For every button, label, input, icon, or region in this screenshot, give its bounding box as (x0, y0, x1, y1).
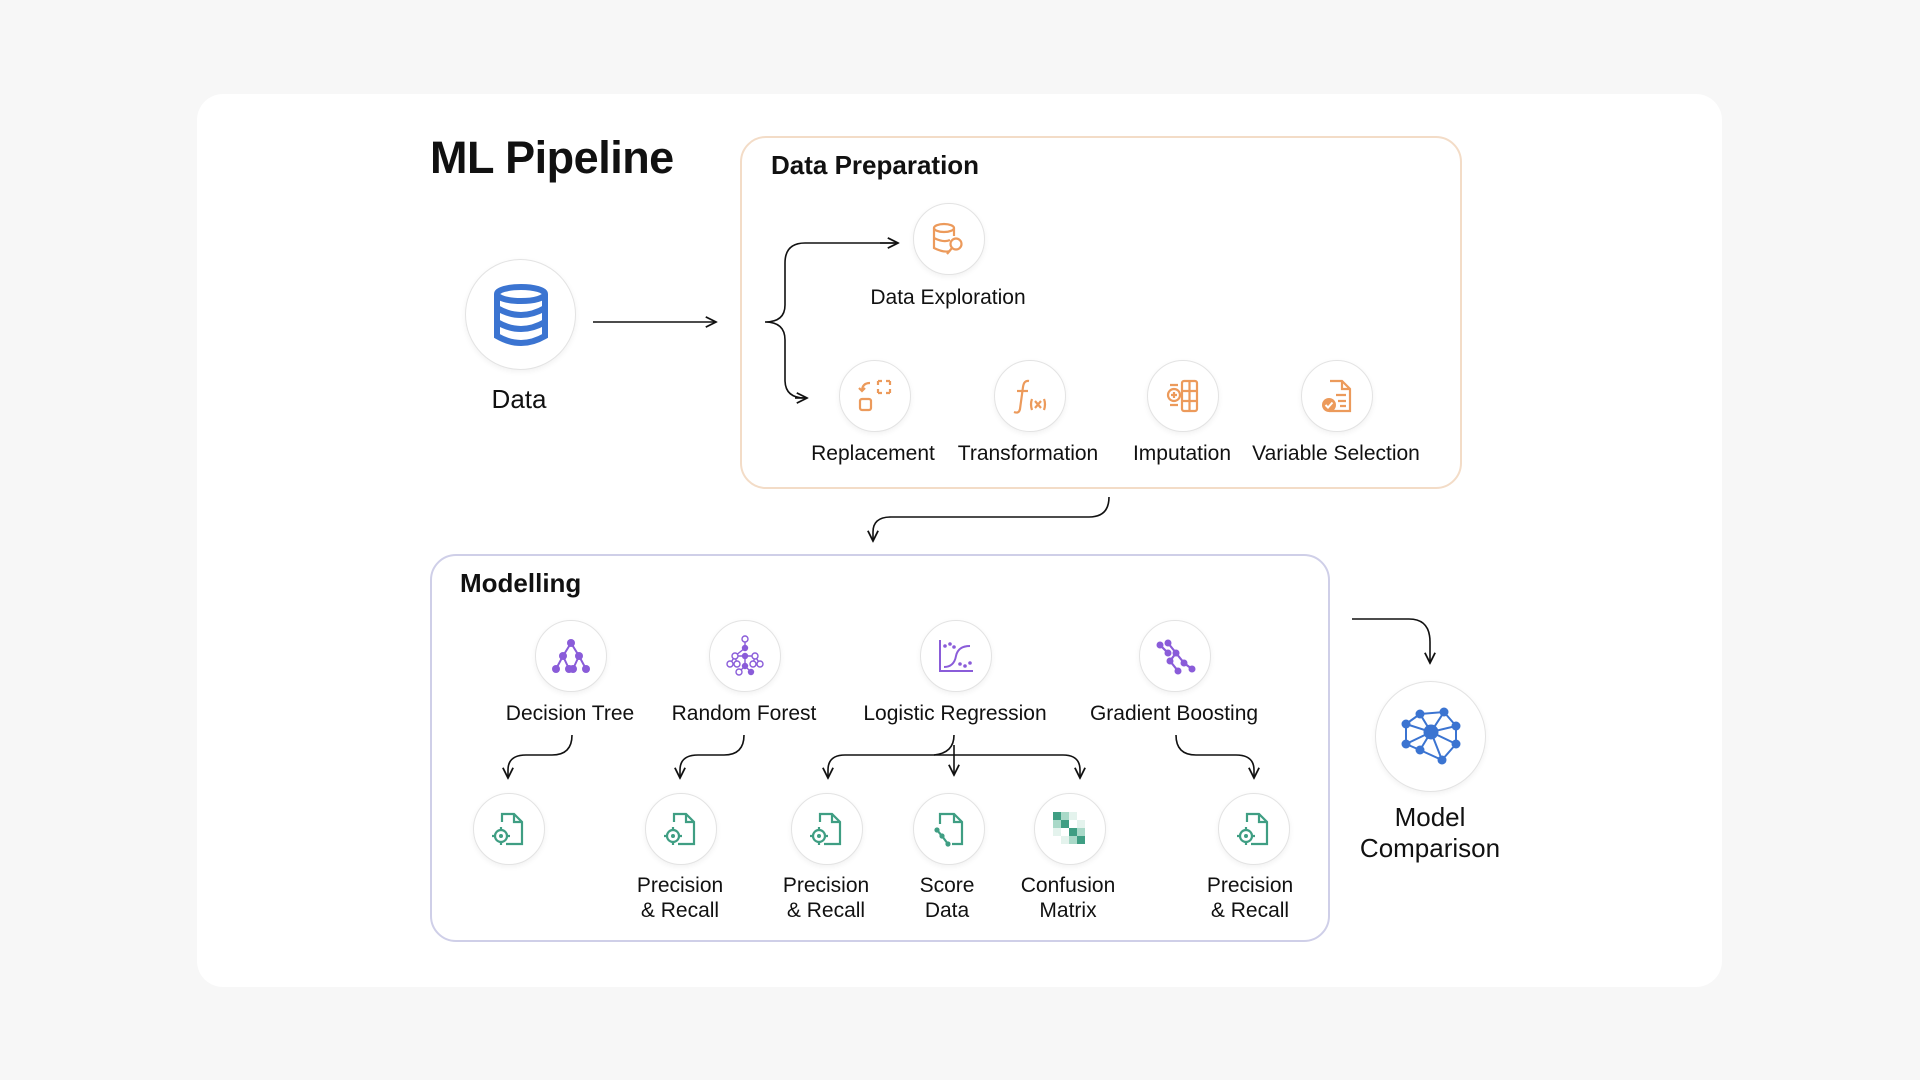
confusion-matrix-node (1034, 793, 1106, 865)
matrix-icon (1053, 812, 1085, 844)
random-forest-node (709, 620, 781, 692)
output-line1: Precision (636, 874, 724, 897)
modelling-panel (430, 554, 1330, 942)
neural-network-icon (1401, 707, 1460, 764)
replacement-label: Replacement (811, 442, 935, 465)
document-target-icon (810, 812, 842, 846)
database-icon (493, 283, 548, 346)
output-line1: Precision (1206, 874, 1294, 897)
model-comparison-node (1375, 681, 1486, 792)
variable-selection-node (1301, 360, 1373, 432)
logistic-regression-output-label: Precision & Recall (783, 873, 869, 923)
imputation-icon (1166, 379, 1199, 413)
logistic-regression-node (920, 620, 992, 692)
document-target-icon (664, 812, 696, 846)
output-line1: Confusion (1020, 874, 1116, 897)
data-preparation-title: Data Preparation (771, 150, 980, 180)
page-title: ML Pipeline (430, 132, 674, 183)
output-line2: & Recall (786, 899, 866, 922)
logistic-regression-label: Logistic Regression (863, 702, 1047, 725)
output-line2: & Recall (640, 899, 720, 922)
output-line2: & Recall (1210, 899, 1290, 922)
decision-tree-icon (552, 639, 590, 673)
gradient-boosting-label: Gradient Boosting (1089, 702, 1259, 725)
replacement-node (839, 360, 911, 432)
document-target-icon (1237, 812, 1269, 846)
decision-tree-label: Decision Tree (505, 702, 635, 725)
gradient-boosting-node (1139, 620, 1211, 692)
output-line2: Matrix (1039, 899, 1097, 922)
random-forest-label: Random Forest (671, 702, 817, 725)
logistic-regression-output-node (791, 793, 863, 865)
variable-selection-label: Variable Selection (1252, 442, 1420, 465)
model-comparison-line2: Comparison (1359, 833, 1501, 863)
document-path-icon (934, 812, 964, 847)
score-data-node (913, 793, 985, 865)
replace-icon (858, 379, 892, 412)
document-target-icon (492, 812, 524, 846)
random-forest-icon (726, 635, 764, 676)
random-forest-output-label: Precision & Recall (637, 873, 723, 923)
imputation-label: Imputation (1132, 442, 1232, 465)
transformation-label: Transformation (957, 442, 1099, 465)
imputation-node (1147, 360, 1219, 432)
data-exploration-label: Data Exploration (870, 286, 1026, 309)
transformation-node (994, 360, 1066, 432)
gradient-boosting-icon (1156, 639, 1196, 675)
gradient-boosting-output-label: Precision & Recall (1207, 873, 1293, 923)
confusion-matrix-label: Confusion Matrix (1021, 873, 1116, 923)
gradient-boosting-output-node (1218, 793, 1290, 865)
model-comparison-label: Model Comparison (1360, 802, 1500, 864)
output-line2: Data (924, 899, 970, 922)
output-line1: Score (919, 874, 975, 897)
output-line1: Precision (782, 874, 870, 897)
modelling-title: Modelling (460, 568, 582, 598)
data-preparation-panel (740, 136, 1462, 489)
model-comparison-line1: Model (1394, 802, 1466, 832)
data-label: Data (491, 384, 547, 414)
logistic-curve-icon (939, 640, 973, 672)
document-check-icon (1322, 379, 1352, 413)
data-search-icon (932, 222, 963, 255)
random-forest-output-node (645, 793, 717, 865)
score-data-label: Score Data (920, 873, 975, 923)
data-node (465, 259, 576, 370)
decision-tree-output-node (473, 793, 545, 865)
data-exploration-node (913, 203, 985, 275)
decision-tree-node (535, 620, 607, 692)
function-icon (1013, 379, 1047, 414)
